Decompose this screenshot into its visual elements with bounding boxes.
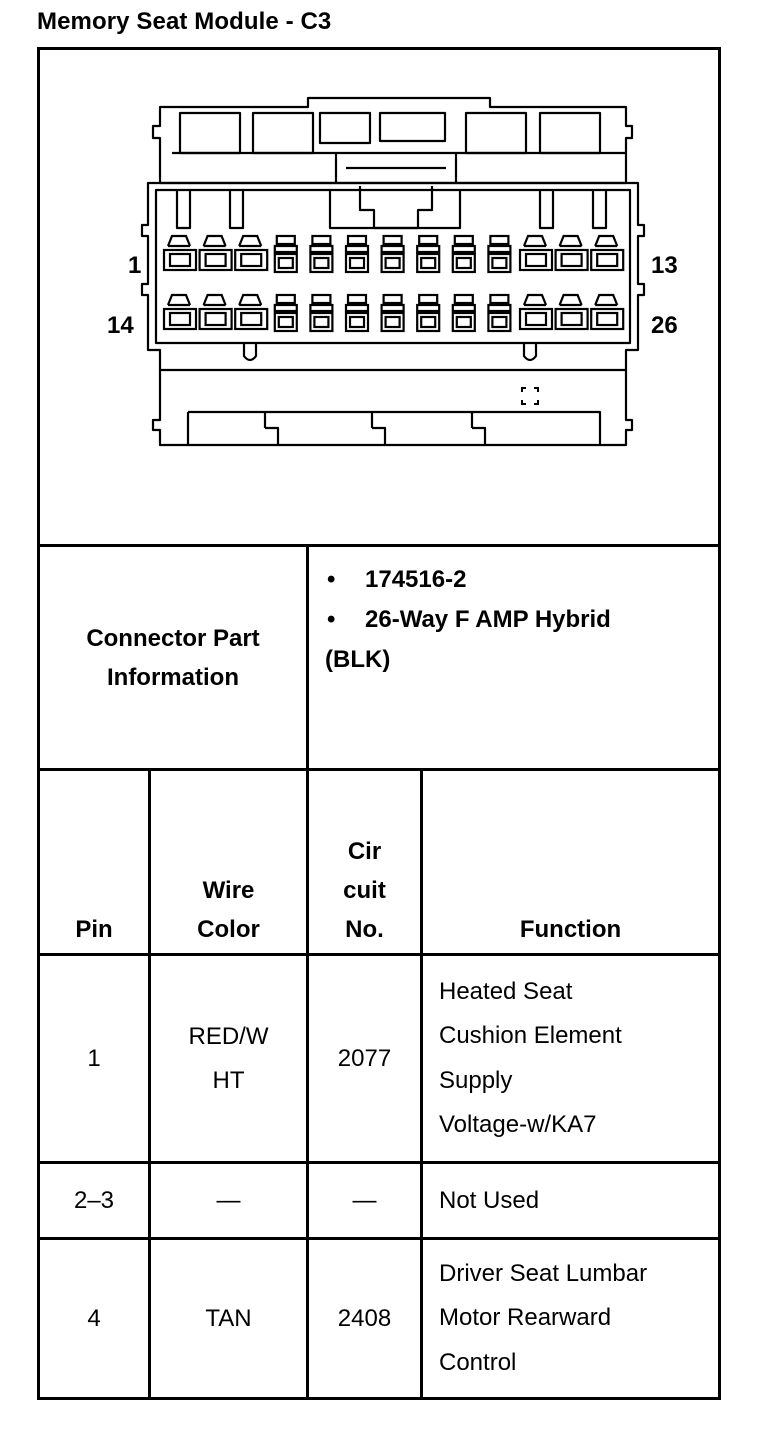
- connector-cavity: [380, 234, 405, 274]
- connector-cavity: [309, 234, 334, 274]
- connector-cavity: [590, 234, 625, 272]
- connector-cavity: [198, 293, 233, 331]
- divider: [40, 768, 718, 771]
- connector-cavity: [518, 293, 554, 331]
- pin-label-1: 1: [128, 252, 141, 279]
- divider: [40, 1161, 718, 1164]
- table-row-wire-color: TAN: [205, 1305, 252, 1332]
- pin-label-26: 26: [651, 312, 678, 339]
- header-wire-color: Wire Color: [197, 877, 260, 943]
- connector-cavity: [273, 234, 298, 274]
- connector-cavity: [162, 234, 198, 272]
- header-function: Function: [519, 916, 622, 943]
- pin-label-14: 14: [107, 312, 134, 339]
- connector-cavity: [518, 234, 554, 272]
- connector-info-list: •174516-2 •26-Way F AMP Hybrid (BLK): [309, 560, 718, 760]
- divider: [306, 544, 309, 768]
- page-title: Memory Seat Module - C3: [37, 8, 332, 35]
- divider: [148, 768, 151, 1397]
- connector-cavity: [273, 293, 298, 333]
- table-row-circuit: 2077: [337, 1045, 392, 1072]
- connector-cavity: [234, 234, 269, 272]
- connector-info-label: Connector Part Information: [86, 624, 260, 691]
- header-circuit: Cir cuit No.: [343, 838, 386, 943]
- divider: [40, 1237, 718, 1240]
- connector-cavity: [554, 293, 589, 331]
- table-row-circuit: 2408: [337, 1305, 392, 1332]
- connector-cavity: [344, 293, 370, 333]
- divider: [306, 768, 309, 1397]
- divider: [40, 953, 718, 956]
- connector-cavity: [162, 293, 198, 331]
- info-item: •174516-2: [327, 566, 467, 593]
- connector-cavity: [554, 234, 589, 272]
- info-item: •26-Way F AMP Hybrid (BLK): [325, 606, 611, 673]
- connector-diagram: 1 13 14 26: [40, 50, 718, 544]
- connector-cavity: [451, 234, 476, 274]
- connector-cavity: [198, 234, 233, 272]
- connector-cavity: [487, 293, 512, 333]
- divider: [420, 768, 423, 1397]
- connector-cavity: [590, 293, 625, 331]
- table-row-circuit: —: [352, 1187, 377, 1214]
- connector-cavity: [416, 234, 441, 274]
- table-row-pin: 2–3: [73, 1187, 115, 1214]
- table-row-wire-color: RED/W HT: [188, 1022, 269, 1094]
- connector-cavity: [380, 293, 405, 333]
- header-pin: Pin: [75, 916, 113, 943]
- connector-cavity: [344, 234, 370, 274]
- table-row-function: Heated Seat Cushion Element Supply Volta…: [439, 977, 622, 1139]
- connector-face-drawing: 1 13 14 26: [107, 96, 678, 447]
- table-row-wire-color: —: [216, 1187, 241, 1214]
- connector-table: 1 13 14 26 Connector Part Information •1…: [37, 47, 721, 1400]
- connector-cavity: [451, 293, 476, 333]
- table-row-pin: 4: [87, 1305, 101, 1332]
- table-row-function: Not Used: [439, 1187, 540, 1214]
- connector-cavity: [309, 293, 334, 333]
- divider: [40, 544, 718, 547]
- connector-cavity: [416, 293, 441, 333]
- pin-label-13: 13: [651, 252, 678, 279]
- table-row-pin: 1: [87, 1045, 101, 1072]
- table-row-function: Driver Seat Lumbar Motor Rearward Contro…: [439, 1259, 648, 1376]
- connector-cavity: [487, 234, 512, 274]
- connector-cavity: [234, 293, 269, 331]
